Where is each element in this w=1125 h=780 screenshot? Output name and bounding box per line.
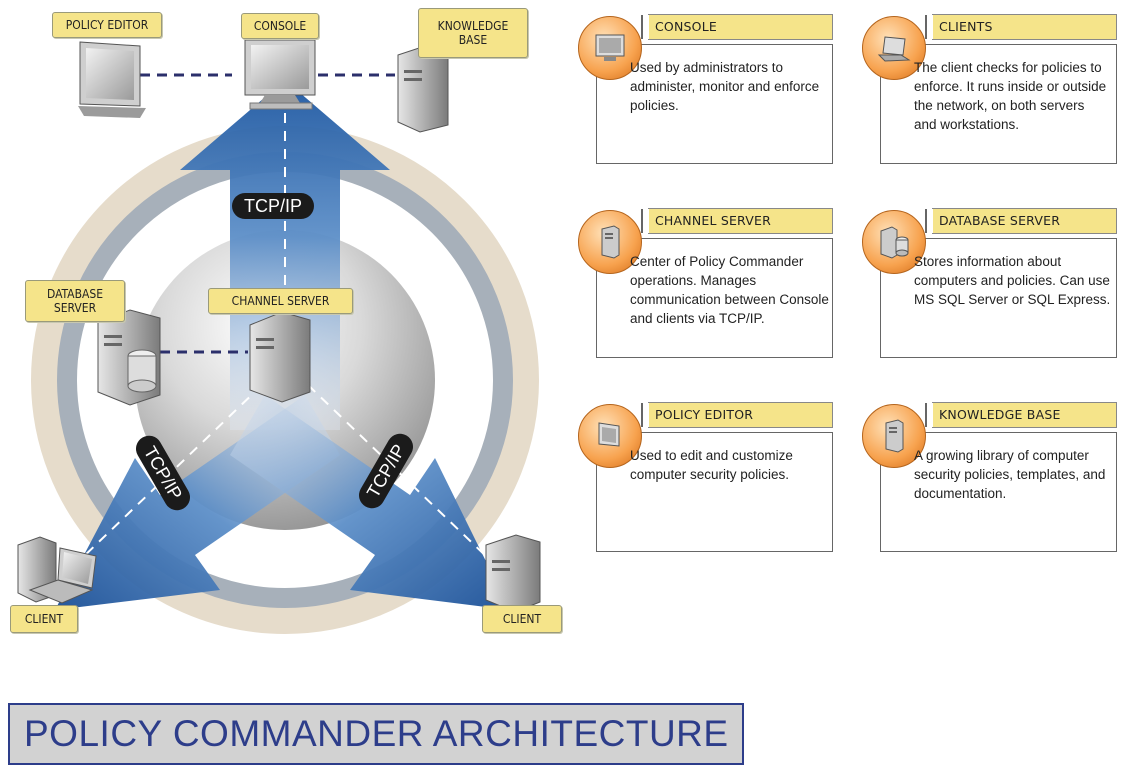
info-card-description: Center of Policy Commander operations. M… (630, 254, 829, 326)
diagram-graphics (17, 39, 541, 634)
laptop-icon (862, 16, 926, 80)
node-label-policy-editor: POLICY EDITOR (52, 12, 162, 38)
server-tower-icon (862, 404, 926, 468)
info-card-console: CONSOLE Used by administrators to admini… (578, 14, 833, 164)
info-card-description: Used by administrators to administer, mo… (630, 60, 820, 113)
info-card-policy-editor: POLICY EDITOR Used to edit and customize… (578, 402, 833, 552)
diagram-title-banner: POLICY COMMANDER ARCHITECTURE (8, 703, 744, 765)
tcpip-label-top: TCP/IP (232, 193, 315, 219)
node-label-client-right: CLIENT (482, 605, 562, 633)
database-server-icon (97, 309, 161, 406)
info-card-title: DATABASE SERVER (925, 208, 1117, 234)
info-card-database-server: DATABASE SERVER Stores information about… (862, 208, 1117, 358)
node-label-channel-server: CHANNEL SERVER (208, 288, 353, 314)
info-card-title: POLICY EDITOR (641, 402, 833, 428)
info-card-description: The client checks for policies to enforc… (914, 60, 1107, 132)
server-tower-icon (578, 210, 642, 274)
monitor-icon (578, 404, 642, 468)
info-card-channel-server: CHANNEL SERVER Center of Policy Commande… (578, 208, 833, 358)
info-card-title: KNOWLEDGE BASE (925, 402, 1117, 428)
node-label-knowledge-base: KNOWLEDGE BASE (418, 8, 528, 58)
channel-server-tower-icon (249, 311, 311, 403)
console-monitor-icon (244, 39, 316, 110)
info-card-title: CLIENTS (925, 14, 1117, 40)
client-right-tower-icon (485, 534, 541, 613)
knowledge-base-tower-icon (397, 44, 449, 133)
arrow-up (180, 80, 390, 430)
database-server-icon (862, 210, 926, 274)
info-card-knowledge-base: KNOWLEDGE BASE A growing library of comp… (862, 402, 1117, 552)
diagram-title: POLICY COMMANDER ARCHITECTURE (24, 713, 729, 754)
node-label-database-server: DATABASE SERVER (25, 280, 125, 322)
info-card-description: A growing library of computer security p… (914, 448, 1106, 501)
info-card-title: CHANNEL SERVER (641, 208, 833, 234)
node-label-console: CONSOLE (241, 13, 319, 39)
policy-editor-monitor-icon (78, 41, 146, 118)
client-left-icon (17, 536, 97, 604)
info-card-title: CONSOLE (641, 14, 833, 40)
info-card-clients: CLIENTS The client checks for policies t… (862, 14, 1117, 164)
info-card-description: Stores information about computers and p… (914, 254, 1111, 307)
architecture-diagram: POLICY EDITOR CONSOLE KNOWLEDGE BASE DAT… (0, 0, 570, 650)
monitor-icon (578, 16, 642, 80)
node-label-client-left: CLIENT (10, 605, 78, 633)
info-card-description: Used to edit and customize computer secu… (630, 448, 793, 482)
